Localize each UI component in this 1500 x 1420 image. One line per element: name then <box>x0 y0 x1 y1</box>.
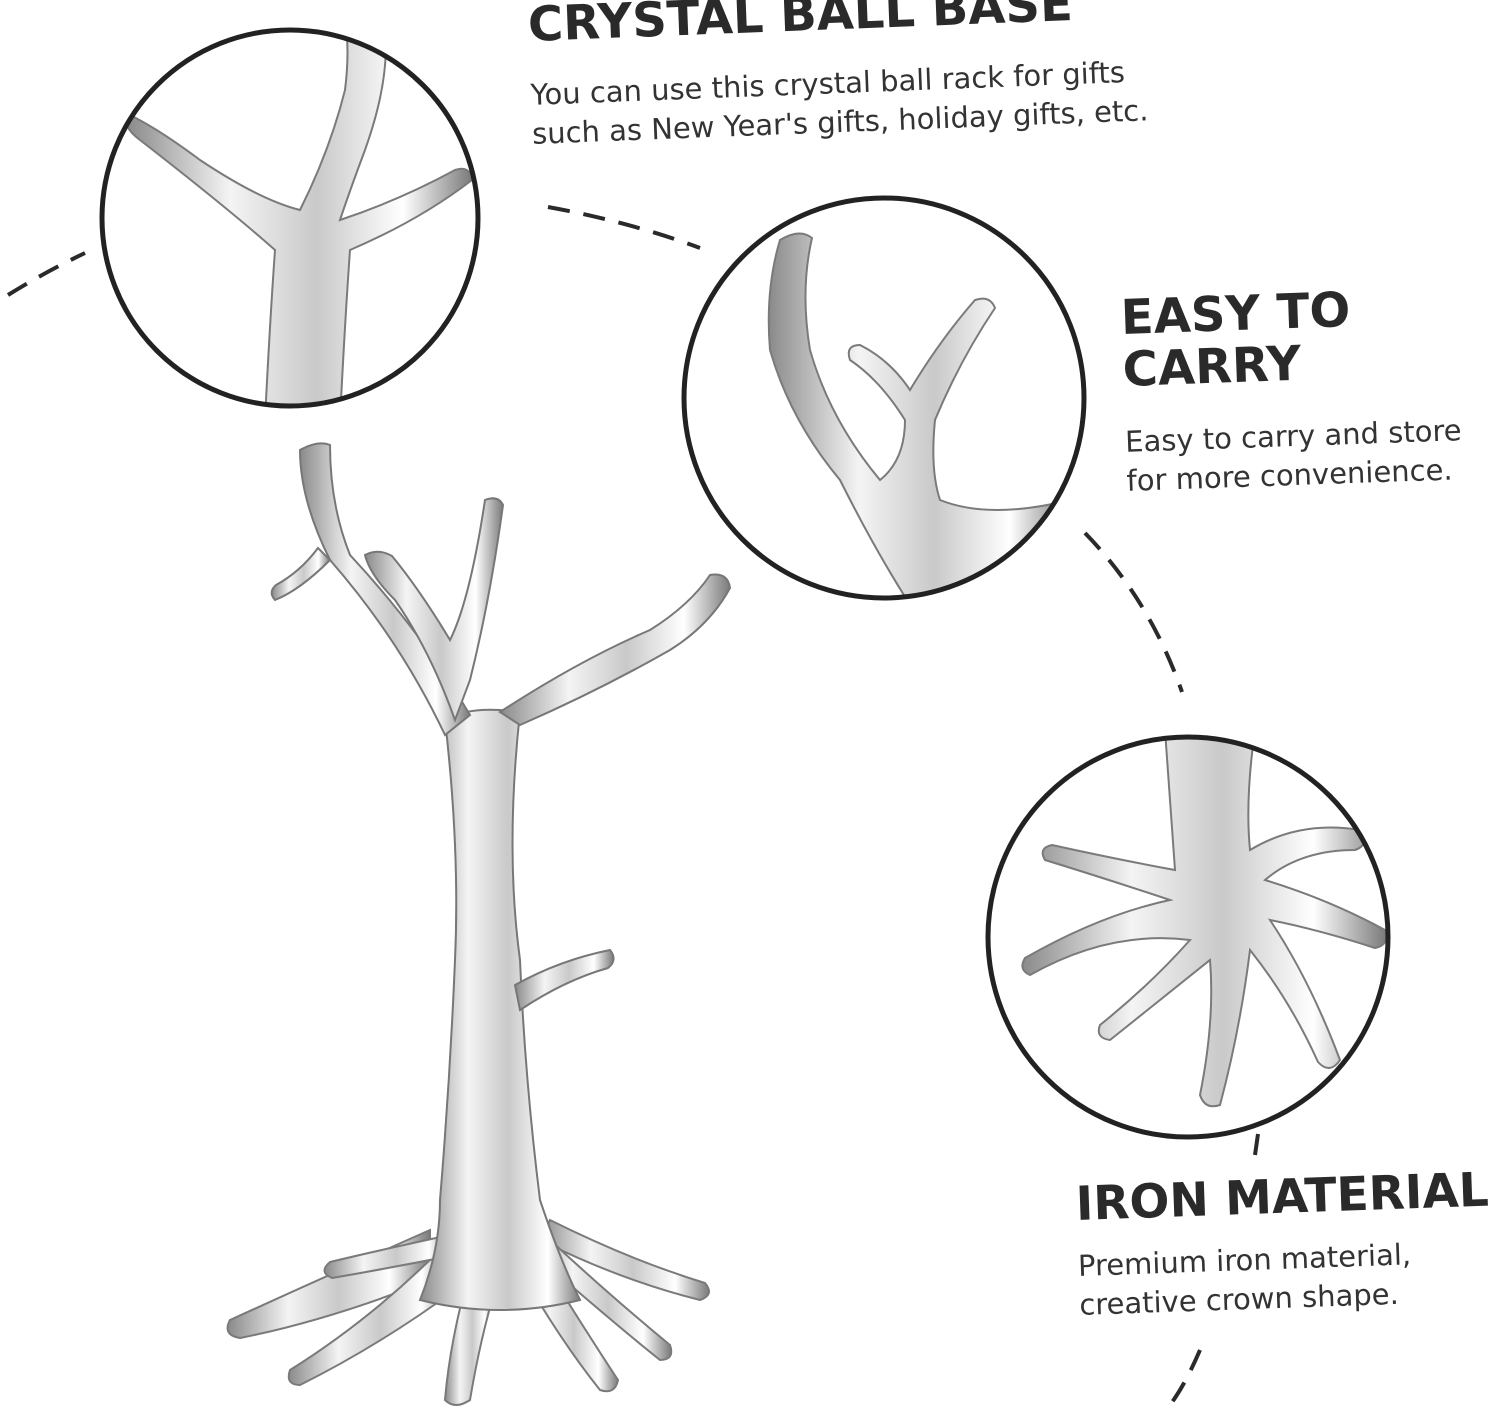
dashed-arc-right <box>1083 531 1184 693</box>
dashed-arc-bottom-lower <box>1168 1349 1202 1407</box>
tree-roots-closeup <box>985 734 1391 1140</box>
section-crystal: CRYSTAL BALL BASE You can use this cryst… <box>527 0 1232 153</box>
dashed-arc-top <box>547 205 701 250</box>
section-iron: IRON MATERIAL Premium iron material, cre… <box>1074 1162 1500 1324</box>
carry-description: Easy to carry and store for more conveni… <box>1125 410 1497 501</box>
iron-title: IRON MATERIAL <box>1074 1162 1490 1232</box>
tree-side-branch <box>513 948 615 1012</box>
tree-branches-closeup <box>681 195 1087 601</box>
dashed-arc-bottom-upper <box>1253 1133 1260 1156</box>
tree-fork-closeup <box>99 27 481 409</box>
silver-tree-stand <box>226 442 732 1406</box>
dashed-arc-left <box>6 251 86 297</box>
carry-title: EASY TO CARRY <box>1120 280 1493 398</box>
dashed-connectors <box>6 205 1260 1407</box>
iron-description: Premium iron material, creative crown sh… <box>1077 1232 1499 1324</box>
tree-trunk <box>418 708 582 1311</box>
section-carry: EASY TO CARRY Easy to carry and store fo… <box>1120 280 1497 500</box>
tree-branches <box>270 442 732 737</box>
carry-title-line-2: CARRY <box>1121 335 1302 398</box>
crystal-title: CRYSTAL BALL BASE <box>526 0 1074 53</box>
